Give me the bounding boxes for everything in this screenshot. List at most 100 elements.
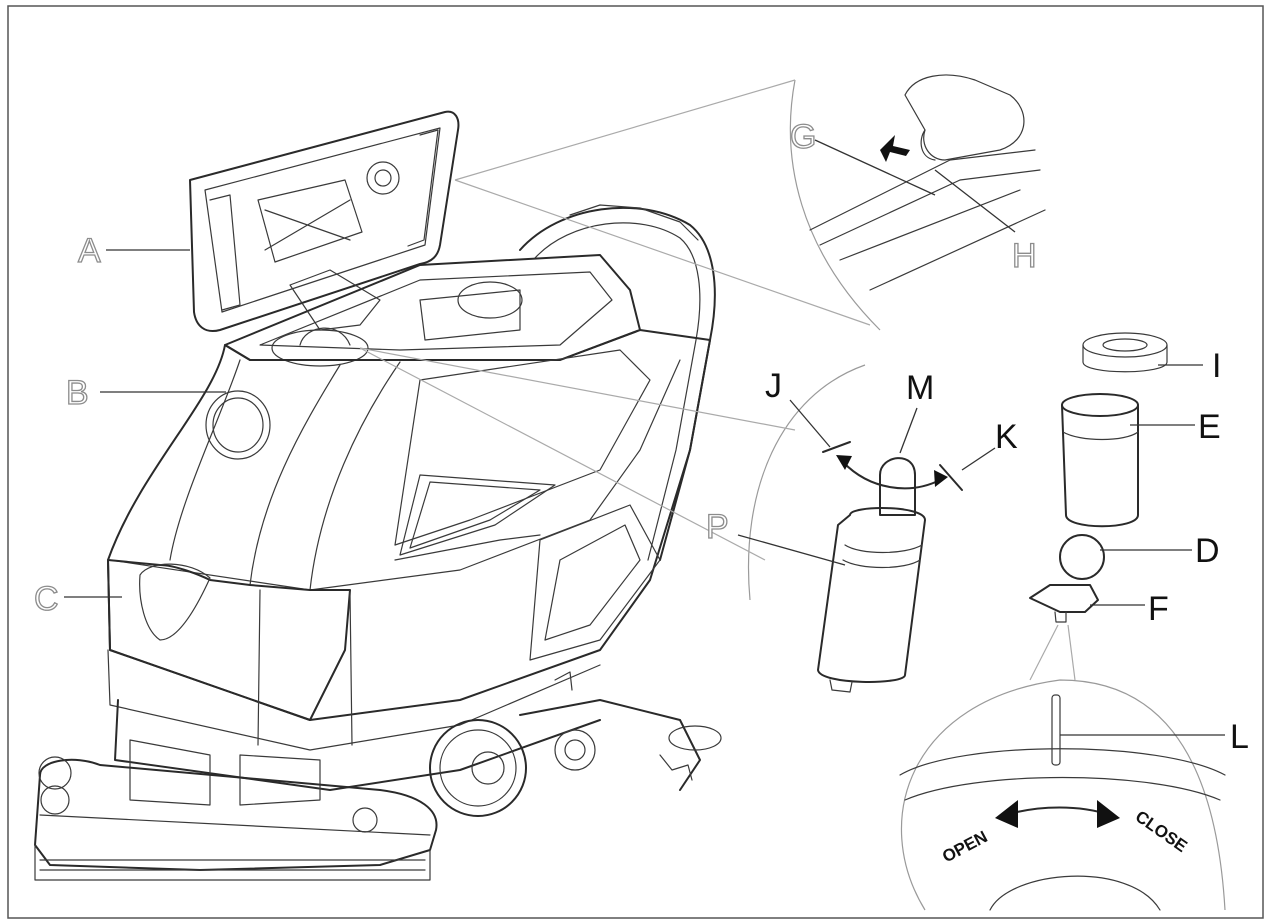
rear-wheel xyxy=(429,719,527,817)
caster-wheel xyxy=(554,729,596,771)
deck-bumper-right xyxy=(352,807,378,833)
rotation-arc xyxy=(842,461,941,490)
chassis-line xyxy=(114,699,601,791)
leader-p xyxy=(737,534,846,566)
body-crease-right xyxy=(309,361,401,591)
side-window xyxy=(399,474,556,556)
lid-filter-boss xyxy=(366,161,400,195)
lid-outer xyxy=(189,110,460,332)
filter-socket-neck xyxy=(299,327,351,346)
body-shell xyxy=(107,329,711,721)
filter-callout-top xyxy=(359,347,796,431)
leader-k xyxy=(961,447,996,471)
cartridge-nipple xyxy=(829,679,853,693)
filter-tube-band xyxy=(1062,431,1139,441)
squeegee-frame xyxy=(519,699,701,791)
brush-deck-edge xyxy=(39,814,431,836)
front-seams xyxy=(257,589,353,746)
stop-mark-j xyxy=(822,441,851,453)
lower-side-recess xyxy=(544,524,641,641)
detail-dial: OPEN CLOSE xyxy=(899,624,1226,911)
lid-filter-boss-inner xyxy=(374,169,392,187)
detail-float-filter xyxy=(359,347,996,693)
page-frame xyxy=(7,5,1264,919)
rear-wheel-tread xyxy=(439,729,517,807)
body-crease-left xyxy=(169,359,241,561)
front-cap xyxy=(139,563,211,641)
detail-hose-seal xyxy=(454,74,1046,331)
filter-tube xyxy=(1061,404,1139,528)
label-d: D xyxy=(1195,532,1220,570)
dial-center-arc xyxy=(989,875,1161,911)
label-p: P xyxy=(706,508,729,546)
filter-callout-bottom xyxy=(359,347,766,561)
level-window xyxy=(205,390,271,460)
callout-line-top xyxy=(454,79,796,181)
squeegee-link xyxy=(659,754,693,781)
detail-gh-boundary xyxy=(789,79,881,331)
caster-hub xyxy=(564,739,586,761)
drain-icon xyxy=(554,671,573,691)
dial-open-text: OPEN xyxy=(939,827,990,866)
dial-callout-right xyxy=(1067,624,1076,681)
label-l: L xyxy=(1230,718,1249,756)
lid-inner xyxy=(204,127,441,313)
float-head xyxy=(879,457,916,516)
lid-cross-brace xyxy=(257,179,363,263)
recovery-tank-lid xyxy=(189,110,460,332)
hand-finger xyxy=(920,129,936,161)
float-ball xyxy=(1059,534,1105,580)
dial-pointer xyxy=(1051,694,1061,766)
rear-wheel-hub xyxy=(471,751,505,785)
deck-bumper-left xyxy=(38,756,72,790)
dial-arrow-right-icon xyxy=(1097,800,1120,828)
body-side-panel xyxy=(394,349,651,546)
scrubber-machine xyxy=(34,110,722,881)
side-vent xyxy=(394,534,541,561)
detail-filter-boundary xyxy=(747,364,866,601)
handle-grip xyxy=(569,204,699,241)
stop-mark-k xyxy=(939,464,963,491)
lower-side-panel xyxy=(529,504,661,661)
body-crease-mid xyxy=(249,364,341,586)
label-c: C xyxy=(34,580,59,618)
filter-base xyxy=(1029,584,1099,613)
dial-rim-inner xyxy=(904,776,1221,801)
label-f: F xyxy=(1148,590,1169,628)
body-shoulder-line xyxy=(109,359,681,591)
brush-motors xyxy=(129,739,321,806)
label-k: K xyxy=(995,418,1018,456)
dial-rim-top xyxy=(899,748,1226,776)
leader-j xyxy=(789,399,831,448)
filter-cartridge xyxy=(817,507,926,683)
tank-interior-box xyxy=(419,289,521,341)
brush-skirt xyxy=(34,844,431,881)
pull-arrow-icon xyxy=(880,135,910,162)
tank-interior-float xyxy=(457,281,523,319)
filter-socket xyxy=(271,329,369,367)
seal-lines xyxy=(809,149,1046,291)
callout-line-bottom xyxy=(454,179,871,326)
rotate-arrow-left-icon xyxy=(836,455,852,470)
label-b: B xyxy=(66,374,89,412)
label-e: E xyxy=(1198,408,1221,446)
label-h: H xyxy=(1012,237,1037,275)
dial-callout-left xyxy=(1029,624,1059,681)
label-j: J xyxy=(765,367,782,405)
filter-base-spout xyxy=(1054,611,1067,623)
cap-ring xyxy=(1082,344,1168,373)
brush-bristles xyxy=(39,859,426,871)
dial-turn-arc xyxy=(1004,806,1111,816)
label-a: A xyxy=(78,232,101,270)
dial-outer-arc xyxy=(900,679,1226,911)
detail-exploded-filter xyxy=(1029,332,1203,623)
deck-bumper-left-low xyxy=(40,785,70,815)
leader-h xyxy=(934,169,1016,233)
cartridge-bands xyxy=(842,544,923,569)
tank-opening xyxy=(259,271,613,351)
handle-outer xyxy=(519,206,716,561)
rotate-arrow-right-icon xyxy=(934,470,948,487)
lid-rib-left xyxy=(209,194,241,311)
